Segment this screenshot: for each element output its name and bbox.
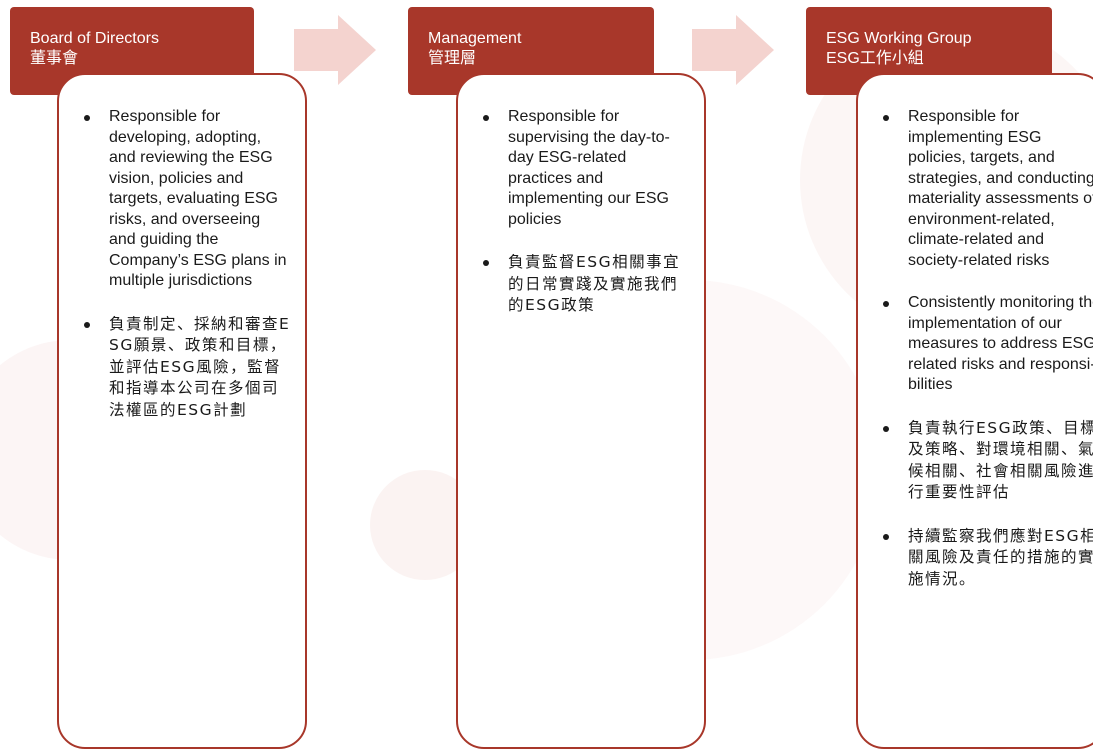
bullet-icon: [84, 321, 90, 328]
bullet-text: 負責監督ESG相關事宜的日常實踐及實施我們的ESG政策: [508, 253, 681, 314]
right-arrow-icon: [692, 15, 774, 85]
bullet-text: 持續監察我們應對ESG相關風險及責任的措施的實施情況。: [908, 526, 1093, 588]
header-title-zh: ESG工作小組: [826, 50, 924, 67]
bullet-text: 負責制定、採納和審查ESG願景、政策和目標，並評估ESG風險，監督和指導本公司在…: [109, 314, 291, 419]
bullet-text: Responsible for implementing ESG policie…: [908, 108, 1093, 269]
bullet-icon: [883, 301, 889, 307]
header-title-zh: 管理層: [428, 50, 477, 67]
header-title-en: Management: [428, 30, 522, 47]
list-item: 負責監督ESG相關事宜的日常實踐及實施我們的ESG政策: [480, 252, 690, 317]
bullet-icon: [84, 115, 90, 121]
list-item: Responsible for supervising the day-to-d…: [480, 107, 690, 230]
bullet-icon: [883, 115, 889, 121]
bullet-icon: [883, 533, 889, 540]
list-item: 負責制定、採納和審查ESG願景、政策和目標，並評估ESG風險，監督和指導本公司在…: [81, 314, 291, 422]
responsibility-list: Responsible for supervising the day-to-d…: [480, 107, 690, 339]
bullet-icon: [483, 115, 489, 121]
bullet-text: 負責執行ESG政策、目標及策略、對環境相關、氣候相關、社會相關風險進行重要性評估: [908, 418, 1093, 502]
management-card: Responsible for supervising the day-to-d…: [456, 73, 706, 749]
list-item: 負責執行ESG政策、目標及策略、對環境相關、氣候相關、社會相關風險進行重要性評估: [880, 418, 1093, 504]
list-item: Responsible for developing, adopting, an…: [81, 107, 291, 292]
responsibility-list: Responsible for developing, adopting, an…: [81, 107, 291, 443]
responsibility-list: Responsible for implementing ESG policie…: [880, 107, 1093, 612]
bullet-icon: [483, 260, 489, 266]
board-of-directors-card: Responsible for developing, adopting, an…: [57, 73, 307, 749]
bullet-icon: [883, 425, 889, 432]
bullet-text: Consistently monitoring the implementati…: [908, 294, 1093, 393]
esg-working-group-card: Responsible for implementing ESG policie…: [856, 73, 1093, 749]
list-item: Consistently monitoring the implementati…: [880, 293, 1093, 396]
header-title-zh: 董事會: [30, 50, 79, 67]
list-item: Responsible for implementing ESG policie…: [880, 107, 1093, 271]
list-item: 持續監察我們應對ESG相關風險及責任的措施的實施情況。: [880, 526, 1093, 591]
bullet-text: Responsible for supervising the day-to-d…: [508, 108, 670, 228]
header-title-en: Board of Directors: [30, 30, 159, 47]
bullet-text: Responsible for developing, adopting, an…: [109, 108, 287, 289]
right-arrow-icon: [294, 15, 376, 85]
header-title-en: ESG Working Group: [826, 30, 972, 47]
